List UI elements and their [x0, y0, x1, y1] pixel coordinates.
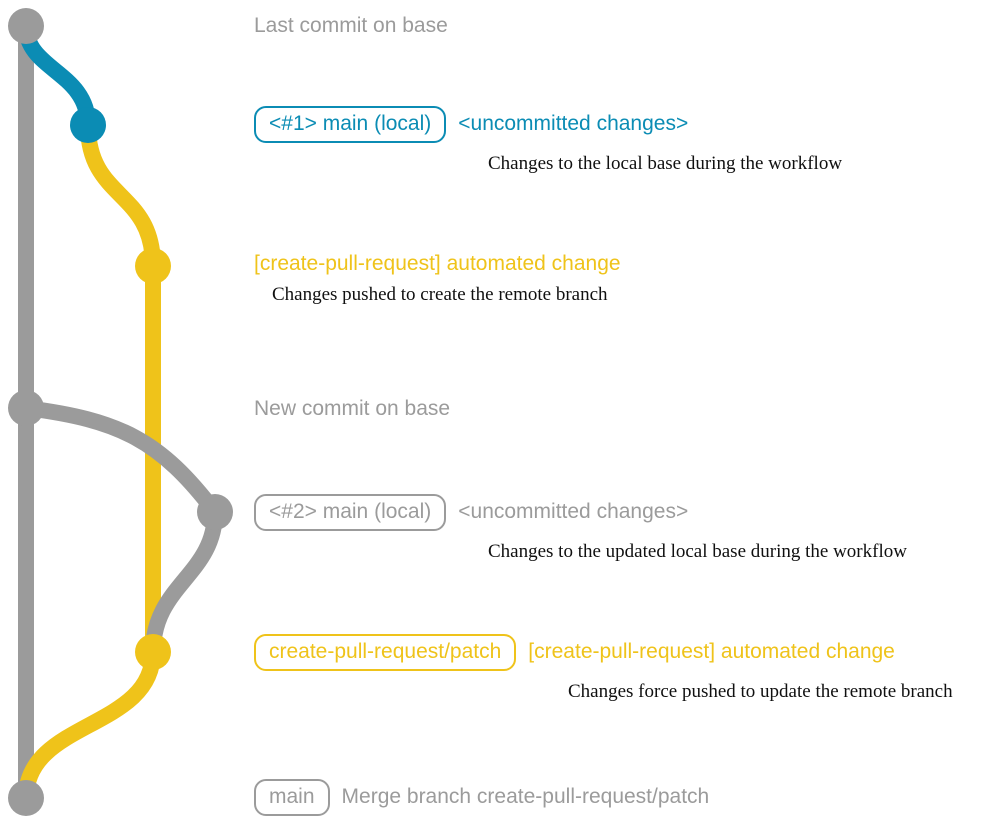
patch-branch-edge-1 — [80, 117, 161, 274]
commit-entry-header: [create-pull-request] automated change — [254, 252, 621, 276]
commit-entry-header: <#2> main (local) <uncommitted changes> — [254, 494, 907, 531]
commit-subject-merge: Merge branch create-pull-request/patch — [341, 785, 710, 809]
commit-entry-local-main-1: <#1> main (local) <uncommitted changes> … — [254, 106, 842, 175]
commit-note-automated-change-2: Changes force pushed to update the remot… — [568, 680, 953, 702]
commit-node-local-2[interactable] — [197, 494, 233, 530]
commit-entry-automated-change-2: create-pull-request/patch [create-pull-r… — [254, 634, 953, 703]
commit-subject-local-main-1: <uncommitted changes> — [458, 112, 689, 136]
commit-node-base-top[interactable] — [8, 8, 44, 44]
branch-badge-create-pull-request-patch[interactable]: create-pull-request/patch — [254, 634, 517, 671]
commit-subject-local-main-2: <uncommitted changes> — [458, 500, 689, 524]
commit-node-merge[interactable] — [8, 780, 44, 816]
commit-node-patch-2[interactable] — [135, 634, 171, 670]
patch-to-merge-edge — [18, 644, 161, 806]
commit-entry-automated-change-1: [create-pull-request] automated change C… — [254, 252, 621, 306]
commit-note-local-main-1: Changes to the local base during the wor… — [488, 152, 843, 174]
branch-badge-local-main-1[interactable]: <#1> main (local) — [254, 106, 447, 143]
commit-node-local-1[interactable] — [70, 107, 106, 143]
commit-subject-new-commit-on-base: New commit on base — [254, 397, 451, 420]
commit-entry-local-main-2: <#2> main (local) <uncommitted changes> … — [254, 494, 907, 563]
commit-subject-automated-change-1: [create-pull-request] automated change — [254, 252, 621, 275]
commit-entry-merge: main Merge branch create-pull-request/pa… — [254, 779, 709, 816]
base-to-local-edge-2 — [18, 400, 223, 520]
commit-node-base-new[interactable] — [8, 390, 44, 426]
branch-badge-main[interactable]: main — [254, 779, 330, 816]
commit-subject-last-commit-on-base: Last commit on base — [254, 14, 448, 37]
branch-badge-local-main-2[interactable]: <#2> main (local) — [254, 494, 447, 531]
commit-node-patch-1[interactable] — [135, 248, 171, 284]
commit-note-local-main-2: Changes to the updated local base during… — [488, 540, 907, 562]
commit-entry-header: <#1> main (local) <uncommitted changes> — [254, 106, 842, 143]
local-to-patch-edge-2 — [145, 504, 223, 660]
commit-note-automated-change-1: Changes pushed to create the remote bran… — [272, 284, 608, 305]
commit-entry-header: create-pull-request/patch [create-pull-r… — [254, 634, 953, 671]
commit-subject-automated-change-2: [create-pull-request] automated change — [528, 640, 895, 664]
